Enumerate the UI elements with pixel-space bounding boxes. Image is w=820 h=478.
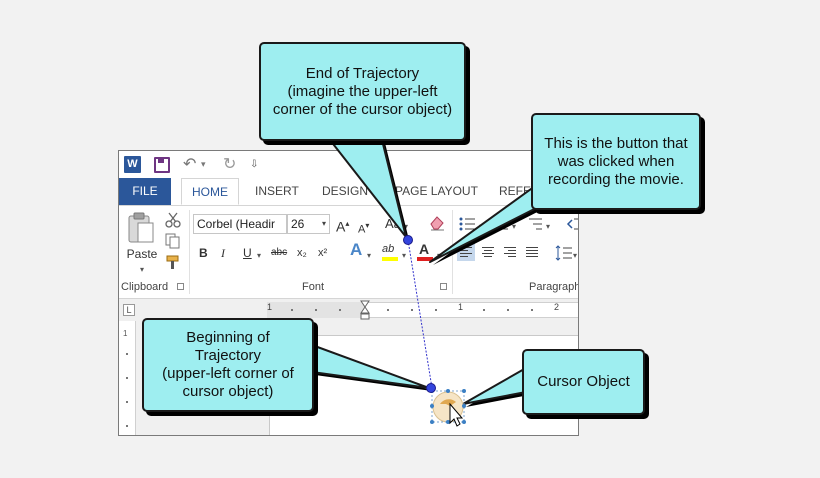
font-size-value: 26 (291, 217, 305, 231)
redo-icon[interactable]: ↻ (223, 156, 237, 173)
save-icon[interactable] (153, 156, 170, 173)
ruler-tick (483, 309, 485, 311)
underline-button[interactable]: U (243, 246, 252, 260)
paragraph-group-label: Paragraph (529, 281, 579, 293)
font-color-swatch (417, 257, 433, 261)
highlight-button[interactable]: ab (382, 243, 395, 255)
highlight-dropdown-icon[interactable]: ▾ (402, 251, 407, 260)
grow-font-button[interactable]: A▴ (336, 218, 350, 235)
underline-dropdown-icon[interactable]: ▾ (257, 251, 262, 260)
cursor-object-icon[interactable] (430, 389, 466, 427)
horizontal-ruler-row: L 1 1 2 (119, 299, 578, 321)
tab-home[interactable]: HOME (181, 178, 239, 205)
change-case-dropdown-icon[interactable]: ▾ (404, 222, 409, 231)
ruler-number: 1 (267, 302, 273, 312)
paste-icon[interactable] (127, 211, 157, 245)
ruler-tick (126, 353, 128, 355)
font-name-combo[interactable]: Corbel (Headir (193, 214, 287, 234)
ruler-tick (507, 309, 509, 311)
begin-callout-text: Beginning of Trajectory (upper-left corn… (162, 329, 294, 400)
undo-dropdown-icon[interactable]: ▾ (201, 159, 206, 169)
font-launcher-icon[interactable] (440, 283, 447, 290)
strikethrough-button[interactable]: abc (271, 247, 288, 258)
bold-button[interactable]: B (199, 246, 208, 260)
tab-file[interactable]: FILE (119, 178, 171, 205)
ruler-number: 2 (554, 302, 560, 312)
undo-icon[interactable]: ↶ (183, 156, 197, 173)
customize-toolbar-icon[interactable]: ⇩ (250, 159, 259, 170)
trajectory-end-handle[interactable] (403, 235, 413, 245)
ruler-tick (387, 309, 389, 311)
numbering-dropdown-icon[interactable]: ▾ (512, 222, 517, 231)
font-name-value: Corbel (Headir (197, 217, 276, 231)
tab-page-layout[interactable]: PAGE LAYOUT (395, 184, 478, 198)
indent-marker[interactable] (360, 299, 370, 321)
line-spacing-dropdown-icon[interactable]: ▾ (573, 251, 578, 260)
clipboard-launcher-icon[interactable] (177, 283, 184, 290)
cut-icon[interactable] (165, 212, 181, 228)
subscript-button[interactable]: x₂ (297, 247, 307, 259)
superscript-button[interactable]: x² (318, 247, 328, 259)
text-effects-button[interactable]: A (350, 240, 363, 259)
ruler-tick (531, 309, 533, 311)
clicked-button-callout: This is the button that was clicked when… (531, 113, 701, 210)
group-separator (189, 210, 190, 294)
multilevel-dropdown-icon[interactable]: ▾ (546, 222, 551, 231)
copy-icon[interactable] (165, 233, 181, 249)
format-painter-icon[interactable] (165, 254, 181, 270)
vertical-ruler[interactable]: 1 (119, 321, 136, 435)
font-size-dropdown-icon[interactable]: ▾ (321, 219, 326, 228)
shrink-font-button[interactable]: A▾ (358, 221, 370, 236)
trajectory-start-handle[interactable] (426, 383, 436, 393)
ruler-tick (339, 309, 341, 311)
font-group-label: Font (302, 281, 325, 293)
ruler-tick (435, 309, 437, 311)
decrease-indent-icon[interactable] (566, 216, 579, 232)
center-icon[interactable] (479, 243, 497, 261)
ribbon-tabs: FILE HOME INSERT DESIGN PAGE LAYOUT REFE… (119, 178, 578, 206)
ruler-tick (411, 309, 413, 311)
beginning-of-trajectory-callout: Beginning of Trajectory (upper-left corn… (142, 318, 314, 412)
ruler-tick (126, 425, 128, 427)
end-callout-text: End of Trajectory (imagine the upper-lef… (272, 64, 453, 118)
end-callout-tail (329, 139, 407, 238)
ruler-tick (291, 309, 293, 311)
cursor-object-callout: Cursor Object (522, 349, 645, 415)
justify-icon[interactable] (523, 243, 541, 261)
clear-formatting-icon[interactable] (428, 214, 446, 232)
text-effects-dropdown-icon[interactable]: ▾ (367, 251, 372, 260)
clipboard-group-label: Clipboard (121, 281, 169, 293)
vertical-ruler-number: 1 (123, 329, 128, 338)
line-spacing-icon[interactable] (555, 244, 573, 262)
tab-insert[interactable]: INSERT (255, 184, 299, 198)
tab-design[interactable]: DESIGN (322, 184, 369, 198)
font-size-combo[interactable]: 26 ▾ (287, 214, 330, 234)
ruler-tick (126, 377, 128, 379)
trajectory-line (407, 239, 433, 389)
ruler-number: 1 (458, 302, 464, 312)
italic-button[interactable]: I (221, 246, 225, 260)
word-logo-icon: W (124, 156, 141, 173)
end-of-trajectory-callout: End of Trajectory (imagine the upper-lef… (259, 42, 466, 141)
align-right-icon[interactable] (501, 243, 519, 261)
cursor-callout-text: Cursor Object (537, 373, 630, 390)
ruler-tick (126, 401, 128, 403)
font-color-button[interactable]: A (419, 241, 430, 257)
button-callout-text: This is the button that was clicked when… (544, 134, 688, 188)
ruler-tick (315, 309, 317, 311)
highlight-color-swatch (382, 257, 398, 261)
multilevel-list-icon[interactable] (526, 216, 544, 232)
paste-dropdown-icon[interactable]: ▾ (139, 265, 144, 274)
paste-button[interactable]: Paste (126, 247, 158, 261)
tab-selector[interactable]: L (123, 304, 135, 316)
bullets-icon[interactable] (459, 216, 477, 232)
cursor-callout-tail (462, 367, 527, 405)
